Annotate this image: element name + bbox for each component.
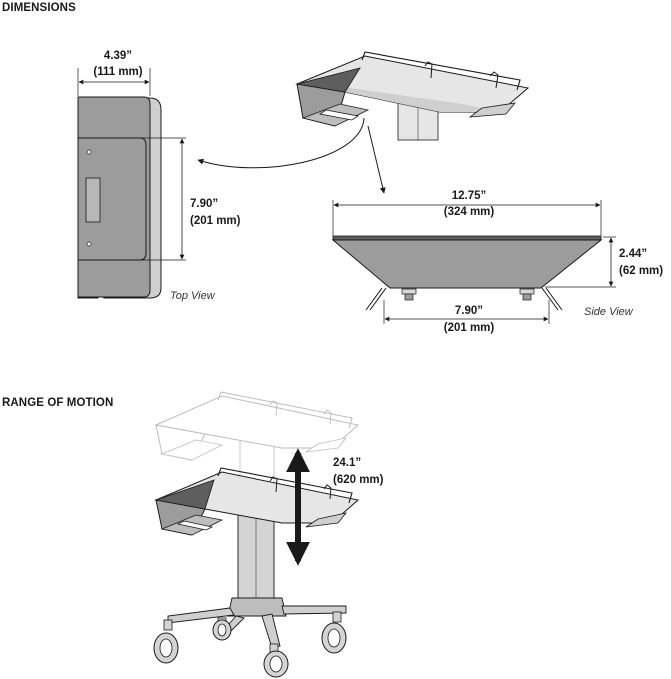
side-view-caption: Side View — [584, 306, 634, 318]
side-top-width-mm-label: (324 mm) — [444, 206, 495, 218]
caster-left — [153, 619, 179, 664]
side-bottom-width-in-label: 7.90” — [455, 305, 483, 317]
side-top-width-in-label: 12.75” — [452, 190, 487, 202]
top-view-drawing — [77, 96, 162, 299]
motion-travel-mm-label: (620 mm) — [333, 474, 384, 486]
side-view-drawing — [331, 235, 603, 311]
caster-back — [212, 617, 232, 641]
dimensions-heading: DIMENSIONS — [2, 2, 76, 14]
side-depth-mm-label: (62 mm) — [619, 265, 663, 277]
tray-perspective-drawing — [295, 51, 530, 141]
top-height-in-label: 7.90” — [190, 198, 218, 210]
top-width-in-label: 4.39” — [104, 50, 132, 62]
top-width-mm-label: (111 mm) — [93, 66, 142, 78]
caster-right — [321, 611, 347, 654]
top-height-mm-label: (201 mm) — [190, 215, 241, 227]
caster-front — [263, 643, 289, 678]
top-view-caption: Top View — [170, 290, 216, 302]
top-view-pointer-arrow — [197, 117, 365, 169]
range-of-motion-heading: RANGE OF MOTION — [2, 397, 114, 409]
side-depth-in-label: 2.44” — [619, 248, 647, 260]
side-bottom-width-mm-label: (201 mm) — [444, 322, 495, 334]
motion-travel-in-label: 24.1” — [333, 457, 361, 469]
side-view-pointer-arrow — [367, 125, 386, 194]
cart-drawing — [153, 467, 360, 678]
